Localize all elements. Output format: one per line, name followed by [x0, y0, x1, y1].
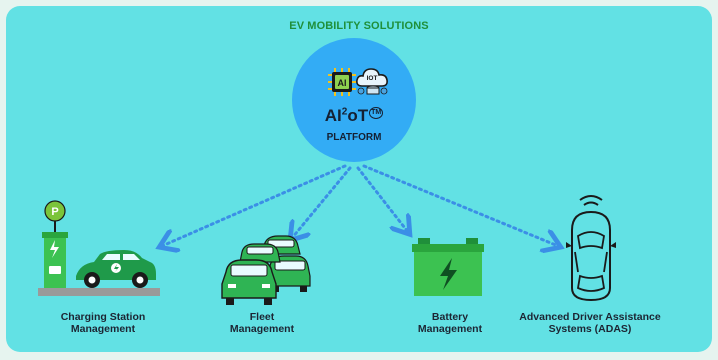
fleet-cars-icon [221, 235, 311, 305]
label-battery: Battery Management [400, 311, 500, 335]
logo-base: AI [324, 106, 342, 125]
label-adas-line2: Systems (ADAS) [548, 323, 632, 335]
connected-car-icon [566, 195, 616, 302]
ai-chip-label: AI [338, 78, 347, 88]
trademark-mark: TM [369, 107, 384, 119]
label-charging-station: Charging Station Management [48, 311, 158, 335]
connector-battery [356, 166, 408, 232]
logo-superscript: 2 [341, 106, 348, 118]
label-adas: Advanced Driver Assistance Systems (ADAS… [512, 311, 668, 335]
fleet-car-front [221, 259, 277, 305]
connector-adas [362, 164, 558, 246]
connector-charging [162, 164, 347, 246]
fleet-car-mid [239, 243, 281, 263]
logo-rest: oT [347, 106, 369, 125]
label-adas-line1: Advanced Driver Assistance [519, 311, 661, 323]
label-fleet-line2: Management [229, 323, 295, 335]
ai-chip-icon: AI [328, 68, 356, 96]
battery-icon [412, 238, 484, 296]
label-battery-line1: Battery [431, 311, 469, 323]
label-battery-line2: Management [417, 323, 483, 335]
connector-fleet [292, 166, 352, 238]
label-charging-line2: Management [70, 323, 136, 335]
platform-subtitle: PLATFORM [326, 132, 382, 143]
diagram-title: EV MOBILITY SOLUTIONS [289, 20, 429, 32]
iot-cloud-icon: IOT [356, 68, 388, 95]
charger-sign-label: P [51, 206, 58, 218]
label-fleet-line1: Fleet [249, 311, 275, 323]
label-charging-line1: Charging Station [60, 311, 146, 323]
charging-station-icon: P [38, 200, 160, 296]
iot-label: IOT [367, 75, 378, 82]
label-fleet: Fleet Management [212, 311, 312, 335]
